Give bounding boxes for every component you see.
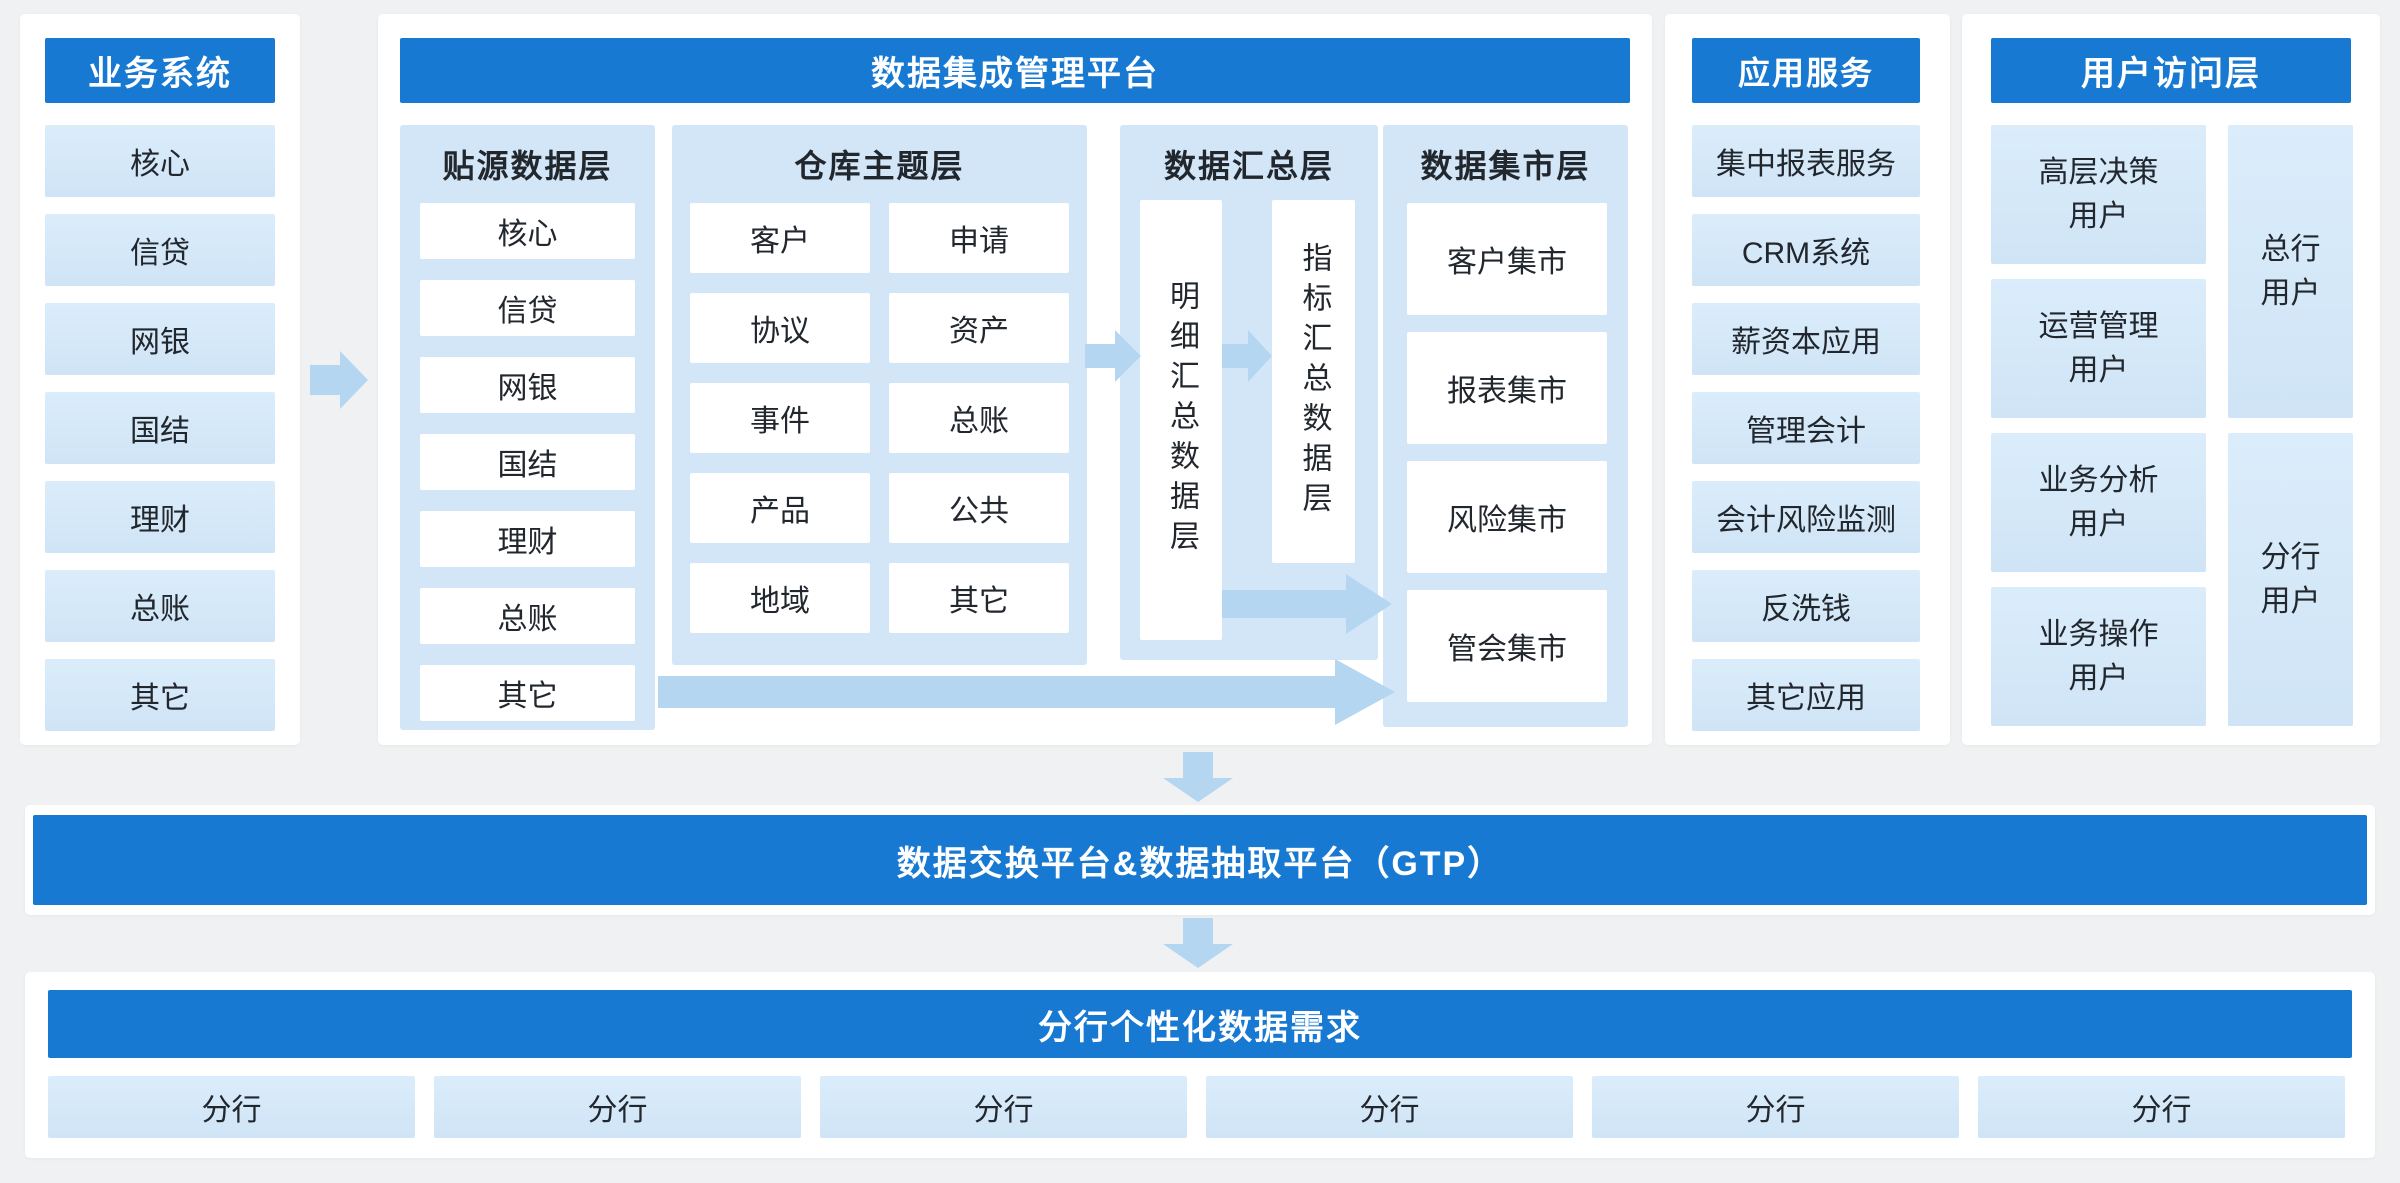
branch-requirements-title: 分行个性化数据需求 [1038, 1008, 1362, 1047]
user-role-label: 业务操作用户 [2038, 618, 2159, 695]
branch-requirements-card: 分行个性化数据需求 分行 分行 分行 分行 分行 分行 [25, 972, 2375, 1158]
warehouse-subject-item: 公共 [889, 473, 1069, 543]
user-group-item: 分行用户 [2228, 433, 2353, 726]
branch-list: 分行 分行 分行 分行 分行 分行 [48, 1076, 2345, 1138]
warehouse-subject-layer-panel: 仓库主题层 客户 申请 协议 资产 事件 总账 产品 公共 地域 其它 [672, 125, 1087, 665]
source-layer-item: 信贷 [420, 280, 635, 336]
arrow-right-icon [310, 351, 368, 409]
business-system-item: 理财 [45, 481, 275, 553]
user-role-item: 高层决策用户 [1991, 125, 2206, 264]
arrow-right-icon [658, 659, 1395, 725]
data-mart-item: 客户集市 [1407, 203, 1607, 315]
source-data-layer-list: 核心 信贷 网银 国结 理财 总账 其它 [420, 203, 635, 721]
data-mart-layer-panel: 数据集市层 客户集市 报表集市 风险集市 管会集市 [1383, 125, 1628, 727]
user-access-layer-header: 用户访问层 [1991, 38, 2351, 103]
branch-item: 分行 [1206, 1076, 1573, 1138]
data-mart-list: 客户集市 报表集市 风险集市 管会集市 [1407, 203, 1607, 702]
business-system-item: 信贷 [45, 214, 275, 286]
detail-summary-data-layer-label: 明细汇总数据层 [1165, 280, 1198, 560]
business-systems-title: 业务系统 [88, 55, 232, 93]
indicator-summary-data-layer-label: 指标汇总数据层 [1297, 241, 1331, 522]
arrow-right-icon [1085, 330, 1141, 382]
branch-requirements-header: 分行个性化数据需求 [48, 990, 2352, 1058]
source-layer-item: 国结 [420, 434, 635, 490]
business-systems-header: 业务系统 [45, 38, 275, 103]
data-mart-item: 报表集市 [1407, 332, 1607, 444]
warehouse-subject-grid: 客户 申请 协议 资产 事件 总账 产品 公共 地域 其它 [690, 203, 1069, 633]
arrow-right-icon [1222, 330, 1272, 382]
detail-summary-data-layer-box: 明细汇总数据层 [1140, 200, 1222, 640]
user-role-item: 业务分析用户 [1991, 433, 2206, 572]
app-service-item: 其它应用 [1692, 659, 1920, 731]
warehouse-subject-item: 客户 [690, 203, 870, 273]
source-layer-item: 其它 [420, 665, 635, 721]
branch-item: 分行 [434, 1076, 801, 1138]
warehouse-subject-layer-title: 仓库主题层 [794, 148, 965, 184]
user-groups-list: 总行用户 分行用户 [2228, 125, 2353, 726]
business-system-item: 核心 [45, 125, 275, 197]
app-service-item: 管理会计 [1692, 392, 1920, 464]
source-data-layer-title: 贴源数据层 [442, 148, 613, 184]
user-role-label: 高层决策用户 [2038, 156, 2159, 233]
gtp-platform-title: 数据交换平台&数据抽取平台（GTP） [896, 844, 1504, 883]
branch-item: 分行 [820, 1076, 1187, 1138]
warehouse-subject-item: 产品 [690, 473, 870, 543]
user-group-item: 总行用户 [2228, 125, 2353, 418]
user-role-label: 业务分析用户 [2038, 464, 2159, 541]
warehouse-subject-item: 总账 [889, 383, 1069, 453]
business-system-item: 国结 [45, 392, 275, 464]
data-summary-layer-panel: 数据汇总层 明细汇总数据层 指标汇总数据层 [1120, 125, 1378, 660]
business-system-item: 网银 [45, 303, 275, 375]
warehouse-subject-item: 地域 [690, 563, 870, 633]
app-services-list: 集中报表服务 CRM系统 薪资本应用 管理会计 会计风险监测 反洗钱 其它应用 [1692, 125, 1920, 731]
user-group-label: 总行用户 [2260, 233, 2321, 310]
app-service-item: 薪资本应用 [1692, 303, 1920, 375]
data-mart-item: 风险集市 [1407, 461, 1607, 573]
app-service-item: 集中报表服务 [1692, 125, 1920, 197]
integration-platform-title: 数据集成管理平台 [871, 55, 1159, 93]
arrow-down-icon [1163, 918, 1233, 968]
integration-platform-card: 数据集成管理平台 贴源数据层 核心 信贷 网银 国结 理财 总账 其它 仓库主题… [378, 14, 1652, 745]
source-data-layer-panel: 贴源数据层 核心 信贷 网银 国结 理财 总账 其它 [400, 125, 655, 730]
data-mart-item: 管会集市 [1407, 590, 1607, 702]
user-role-label: 运营管理用户 [2038, 310, 2159, 387]
warehouse-subject-item: 资产 [889, 293, 1069, 363]
user-access-layer-card: 用户访问层 高层决策用户 运营管理用户 业务分析用户 业务操作用户 总行用户 分… [1962, 14, 2380, 745]
data-mart-layer-title: 数据集市层 [1420, 148, 1591, 184]
warehouse-subject-item: 事件 [690, 383, 870, 453]
branch-item: 分行 [1592, 1076, 1959, 1138]
gtp-platform-card: 数据交换平台&数据抽取平台（GTP） [25, 805, 2375, 915]
business-system-item: 其它 [45, 659, 275, 731]
integration-platform-header: 数据集成管理平台 [400, 38, 1630, 103]
app-services-header: 应用服务 [1692, 38, 1920, 103]
data-summary-layer-title: 数据汇总层 [1163, 148, 1334, 184]
branch-item: 分行 [48, 1076, 415, 1138]
warehouse-subject-item: 申请 [889, 203, 1069, 273]
source-layer-item: 总账 [420, 588, 635, 644]
app-services-card: 应用服务 集中报表服务 CRM系统 薪资本应用 管理会计 会计风险监测 反洗钱 … [1665, 14, 1950, 745]
source-layer-item: 核心 [420, 203, 635, 259]
user-access-layer-title: 用户访问层 [2081, 55, 2261, 93]
user-roles-list: 高层决策用户 运营管理用户 业务分析用户 业务操作用户 [1991, 125, 2206, 726]
business-systems-card: 业务系统 核心 信贷 网银 国结 理财 总账 其它 [20, 14, 300, 745]
app-services-title: 应用服务 [1737, 54, 1874, 91]
warehouse-subject-item: 协议 [690, 293, 870, 363]
branch-item: 分行 [1978, 1076, 2345, 1138]
user-group-label: 分行用户 [2260, 541, 2321, 618]
gtp-platform-bar: 数据交换平台&数据抽取平台（GTP） [33, 815, 2367, 905]
warehouse-subject-item: 其它 [889, 563, 1069, 633]
business-systems-list: 核心 信贷 网银 国结 理财 总账 其它 [45, 125, 275, 731]
source-layer-item: 网银 [420, 357, 635, 413]
business-system-item: 总账 [45, 570, 275, 642]
arrow-down-icon [1163, 752, 1233, 802]
app-service-item: 反洗钱 [1692, 570, 1920, 642]
arrow-right-icon [1222, 574, 1392, 634]
indicator-summary-data-layer-box: 指标汇总数据层 [1272, 200, 1355, 563]
source-layer-item: 理财 [420, 511, 635, 567]
user-role-item: 运营管理用户 [1991, 279, 2206, 418]
app-service-item: 会计风险监测 [1692, 481, 1920, 553]
app-service-item: CRM系统 [1692, 214, 1920, 286]
user-role-item: 业务操作用户 [1991, 587, 2206, 726]
